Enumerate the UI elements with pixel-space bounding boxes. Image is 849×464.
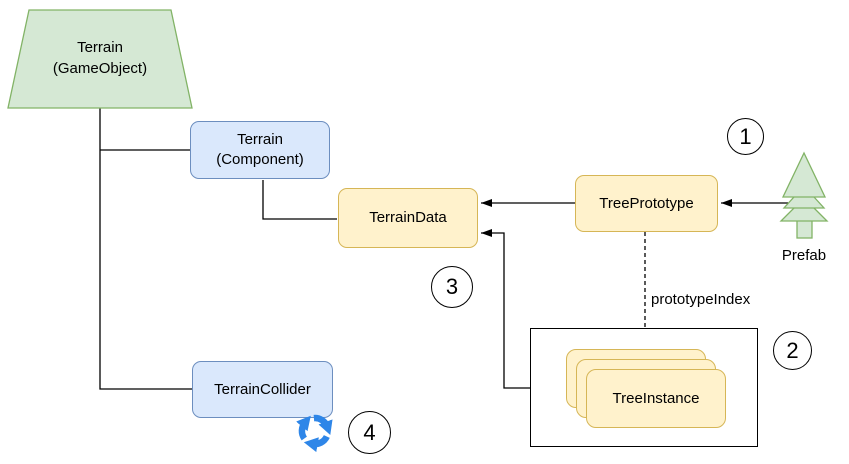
tree-instance-card-front: TreeInstance (586, 369, 726, 428)
terrain-gameobject-label-line1: Terrain (77, 39, 123, 56)
terrain-component-node: Terrain (Component) (190, 121, 330, 179)
terrain-gameobject-shape (7, 9, 193, 109)
step-2-number: 2 (786, 337, 799, 363)
terrain-collider-node: TerrainCollider (192, 361, 333, 418)
step-3-number: 3 (445, 274, 459, 299)
pine-tree-icon (779, 151, 829, 239)
terrain-component-label-line1: Terrain (237, 131, 283, 148)
step-4-number: 4 (363, 419, 376, 445)
edge-component-to-terraindata (262, 180, 337, 220)
step-badge-2: 2 (773, 331, 812, 370)
edge-gameobject-to-collider (99, 108, 192, 390)
prefab-label: Prefab (781, 247, 827, 264)
step-badge-4: 4 (348, 411, 391, 454)
prototype-index-label: prototypeIndex (651, 291, 751, 308)
tree-instance-label: TreeInstance (612, 390, 700, 407)
terrain-data-label: TerrainData (369, 209, 447, 226)
terrain-collider-label: TerrainCollider (214, 380, 311, 398)
terrain-gameobject-label: Terrain (GameObject) (8, 37, 192, 79)
terrain-component-label-line2: (Component) (216, 151, 304, 168)
tree-prototype-label: TreePrototype (599, 194, 694, 212)
step-badge-1: 1 (727, 118, 764, 155)
step-1-number: 1 (739, 123, 752, 149)
tree-instance-group: TreeInstance (530, 328, 758, 447)
tree-prototype-node: TreePrototype (575, 175, 718, 232)
edge-treeinstance-to-terraindata (481, 229, 530, 389)
step-badge-3: 3 (431, 266, 473, 308)
terrain-gameobject-label-line2: (GameObject) (52, 60, 148, 77)
terrain-data-node: TerrainData (338, 188, 478, 248)
sync-arrows-icon (296, 414, 333, 453)
